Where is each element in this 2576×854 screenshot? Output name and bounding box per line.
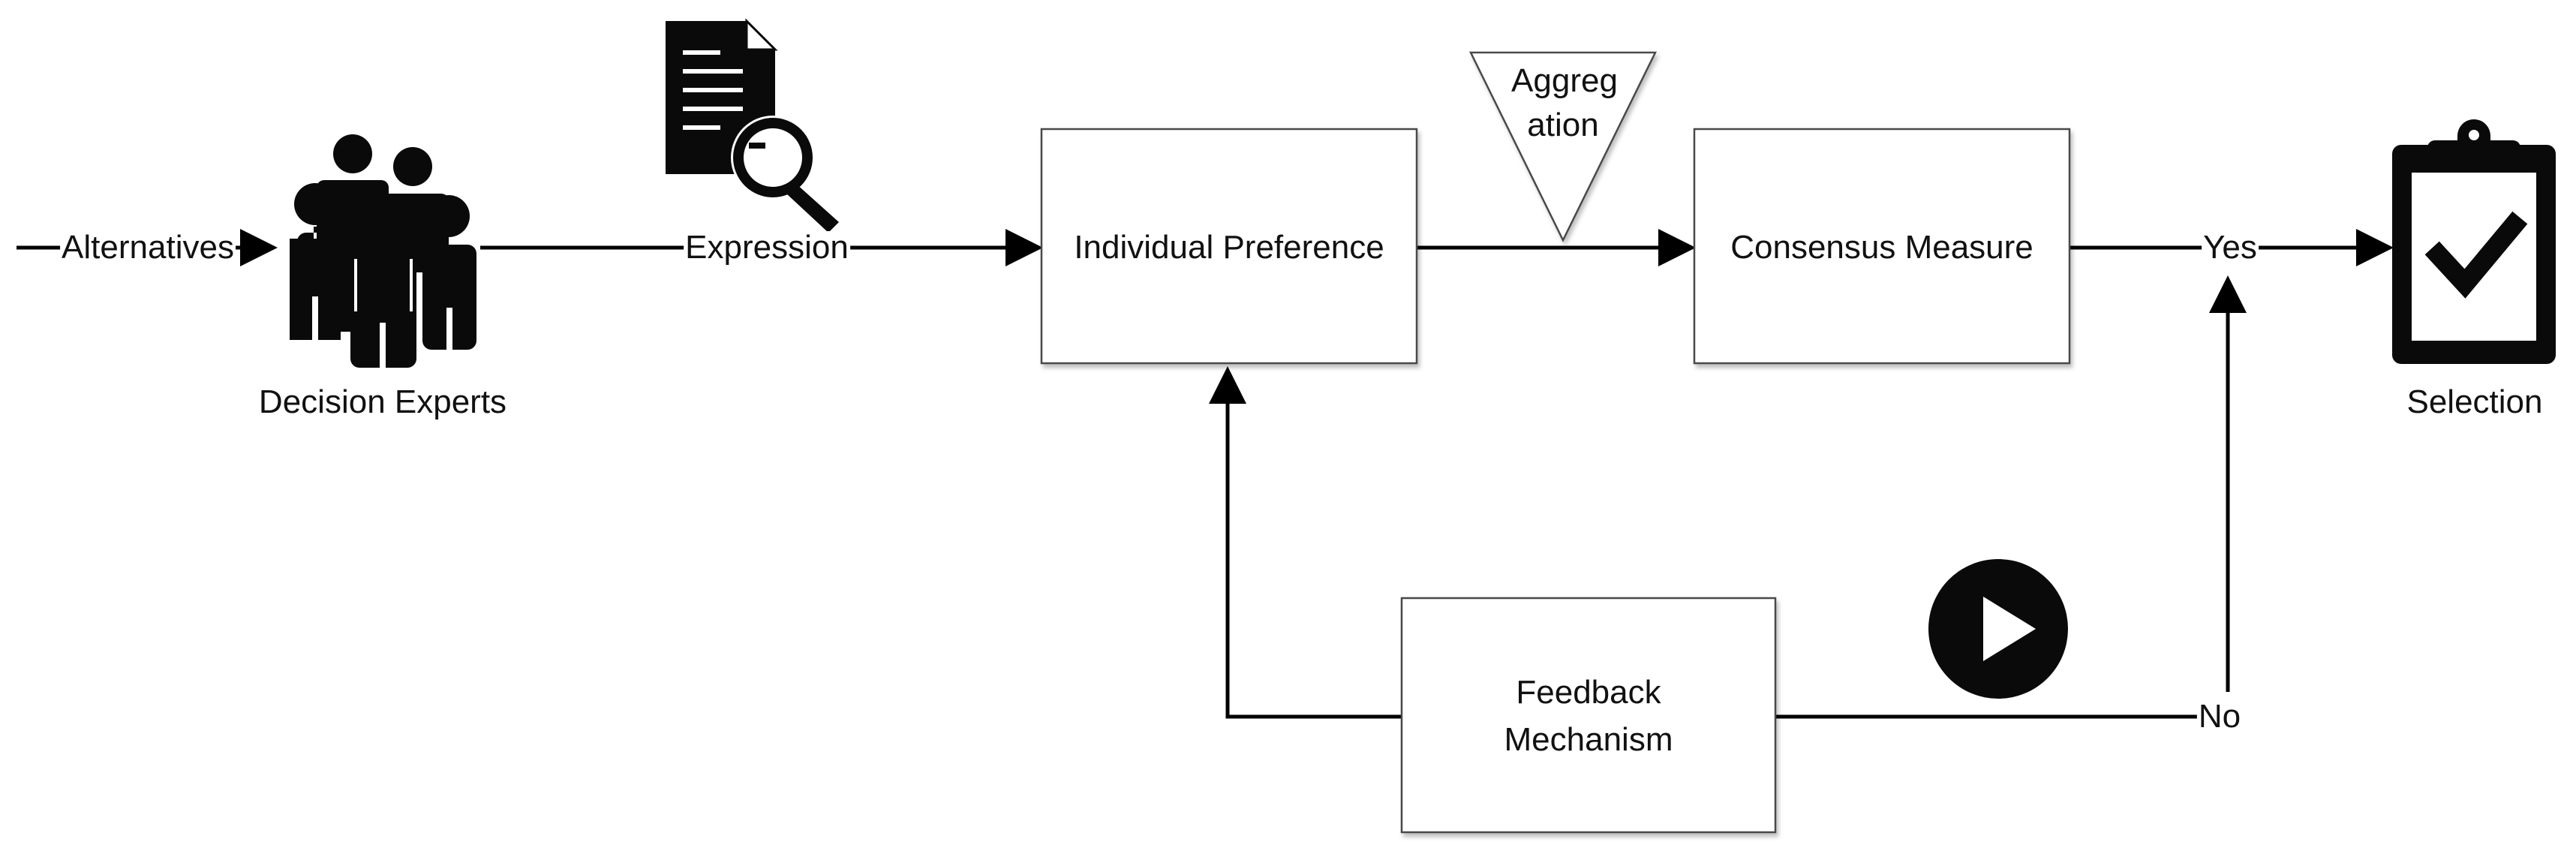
- aggregation-label-line1: Aggreg: [1511, 62, 1618, 99]
- individual-preference-label: Individual Preference: [1074, 229, 1384, 266]
- aggregation-label-line2: ation: [1527, 107, 1599, 143]
- feedback-mechanism-box: [1400, 597, 1777, 834]
- individual-preference-box: [1040, 128, 1418, 365]
- aggregation-triangle: [1468, 51, 1658, 242]
- document-search-icon: [666, 18, 839, 233]
- no-label: No: [2196, 698, 2243, 735]
- clipboard-check-icon: [2392, 119, 2556, 364]
- selection-label: Selection: [2406, 383, 2543, 420]
- play-circle-icon: [1928, 559, 2068, 699]
- alternatives-label: Alternatives: [60, 229, 236, 266]
- people-group-icon: [284, 134, 476, 369]
- expression-label: Expression: [684, 229, 850, 266]
- yes-label: Yes: [2202, 229, 2259, 266]
- feedback-label-line1: Feedback: [1516, 674, 1661, 711]
- decision-experts-label: Decision Experts: [258, 383, 507, 420]
- consensus-measure-label: Consensus Measure: [1730, 229, 2033, 266]
- consensus-measure-box: [1693, 128, 2071, 365]
- feedback-label-line2: Mechanism: [1504, 721, 1673, 758]
- line-feedback-to-preference: [1209, 366, 1402, 719]
